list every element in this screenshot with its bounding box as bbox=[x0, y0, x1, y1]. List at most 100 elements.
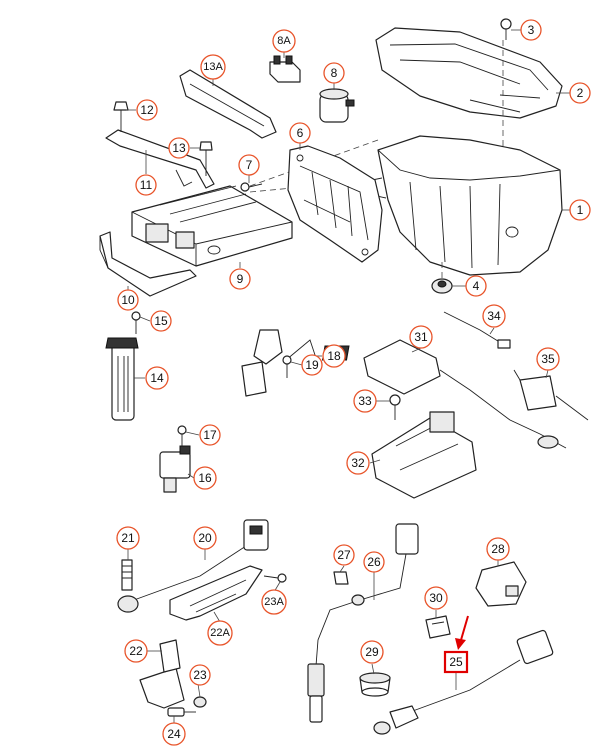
callout-27[interactable]: 27 bbox=[333, 544, 355, 566]
callout-25-highlighted[interactable]: 25 bbox=[443, 650, 469, 674]
sensor-18[interactable] bbox=[241, 329, 319, 397]
callout-32[interactable]: 32 bbox=[346, 451, 370, 475]
clip-30[interactable] bbox=[425, 615, 451, 639]
callout-19[interactable]: 19 bbox=[301, 354, 323, 376]
svg-text:8: 8 bbox=[331, 66, 338, 80]
bracket-22[interactable] bbox=[139, 639, 185, 709]
grommet-4[interactable] bbox=[431, 278, 453, 294]
callout-11[interactable]: 11 bbox=[135, 174, 157, 196]
svg-text:17: 17 bbox=[203, 428, 217, 442]
svg-text:23A: 23A bbox=[264, 596, 284, 608]
callout-29[interactable]: 29 bbox=[360, 640, 384, 664]
lambda-probe-25[interactable] bbox=[373, 629, 554, 735]
callout-34[interactable]: 34 bbox=[482, 304, 506, 328]
callout-26[interactable]: 26 bbox=[363, 551, 385, 573]
callout-4[interactable]: 4 bbox=[465, 275, 487, 297]
callout-24[interactable]: 24 bbox=[162, 722, 186, 746]
svg-text:32: 32 bbox=[351, 456, 365, 470]
svg-text:26: 26 bbox=[367, 555, 381, 569]
callout-13a[interactable]: 13A bbox=[200, 54, 226, 80]
callout-30[interactable]: 30 bbox=[424, 586, 448, 610]
callout-8a[interactable]: 8A bbox=[272, 29, 296, 53]
air-filter-housing-lower[interactable] bbox=[371, 135, 563, 276]
svg-text:19: 19 bbox=[305, 358, 319, 372]
callout-1[interactable]: 1 bbox=[569, 199, 591, 221]
callout-15[interactable]: 15 bbox=[150, 310, 172, 332]
engine-control-unit-9[interactable] bbox=[131, 185, 293, 267]
screw-3[interactable] bbox=[500, 18, 512, 40]
bolt-24[interactable] bbox=[167, 707, 196, 717]
screw-19[interactable] bbox=[282, 355, 292, 378]
bolt-13[interactable] bbox=[199, 141, 213, 176]
callout-9[interactable]: 9 bbox=[229, 268, 251, 290]
svg-text:28: 28 bbox=[491, 542, 505, 556]
callout-31[interactable]: 31 bbox=[409, 325, 433, 349]
callout-20[interactable]: 20 bbox=[193, 526, 217, 550]
callout-18[interactable]: 18 bbox=[322, 344, 346, 368]
nut-23[interactable] bbox=[193, 696, 207, 708]
callout-23[interactable]: 23 bbox=[189, 664, 211, 686]
callout-2[interactable]: 2 bbox=[569, 82, 591, 104]
bracket-11[interactable] bbox=[105, 129, 215, 189]
callout-14[interactable]: 14 bbox=[145, 366, 169, 390]
connector-8a[interactable] bbox=[269, 55, 301, 83]
bracket-10[interactable] bbox=[99, 231, 197, 297]
svg-text:8A: 8A bbox=[277, 35, 291, 47]
svg-text:14: 14 bbox=[150, 371, 164, 385]
bracket-32[interactable] bbox=[371, 411, 477, 499]
svg-text:12: 12 bbox=[140, 103, 154, 117]
callout-7[interactable]: 7 bbox=[238, 154, 260, 176]
svg-text:11: 11 bbox=[140, 178, 153, 192]
callout-35[interactable]: 35 bbox=[536, 347, 560, 371]
cable-tie-34[interactable] bbox=[443, 311, 511, 349]
bracket-22a[interactable] bbox=[169, 565, 263, 621]
cover-13a[interactable] bbox=[179, 69, 277, 139]
callout-8[interactable]: 8 bbox=[323, 62, 345, 84]
callout-12[interactable]: 12 bbox=[136, 99, 158, 121]
callout-33[interactable]: 33 bbox=[353, 389, 377, 413]
callout-13[interactable]: 13 bbox=[168, 137, 190, 159]
screw-23a[interactable] bbox=[263, 573, 287, 583]
bolt-12[interactable] bbox=[113, 101, 129, 132]
callout-28[interactable]: 28 bbox=[486, 537, 510, 561]
svg-text:27: 27 bbox=[337, 548, 351, 562]
sensor-16[interactable] bbox=[159, 445, 191, 493]
sensor-14[interactable] bbox=[105, 337, 139, 421]
knock-sensor-21[interactable] bbox=[117, 559, 139, 613]
svg-text:16: 16 bbox=[198, 471, 212, 485]
svg-text:6: 6 bbox=[297, 126, 304, 140]
callout-22[interactable]: 22 bbox=[124, 639, 148, 663]
holder-35[interactable] bbox=[513, 369, 589, 421]
pressure-sensor-28[interactable] bbox=[475, 561, 527, 607]
red-arrow-indicator bbox=[455, 615, 469, 650]
svg-text:9: 9 bbox=[237, 272, 244, 286]
svg-text:13A: 13A bbox=[203, 61, 223, 73]
svg-text:25: 25 bbox=[449, 655, 463, 669]
callout-16[interactable]: 16 bbox=[193, 466, 217, 490]
callout-10[interactable]: 10 bbox=[117, 289, 139, 311]
ecu-holder-6[interactable] bbox=[287, 145, 383, 263]
svg-text:35: 35 bbox=[541, 352, 555, 366]
callout-21[interactable]: 21 bbox=[116, 526, 140, 550]
svg-text:1: 1 bbox=[577, 203, 584, 217]
callout-3[interactable]: 3 bbox=[520, 19, 542, 41]
callout-22a[interactable]: 22A bbox=[207, 620, 233, 646]
callout-6[interactable]: 6 bbox=[289, 122, 311, 144]
screw-15[interactable] bbox=[131, 311, 141, 334]
svg-text:10: 10 bbox=[121, 293, 135, 307]
air-filter-cover-upper[interactable] bbox=[375, 27, 563, 119]
callout-23a[interactable]: 23A bbox=[261, 589, 287, 615]
seal-29[interactable] bbox=[359, 672, 391, 697]
svg-text:15: 15 bbox=[154, 314, 168, 328]
clip-27[interactable] bbox=[333, 571, 349, 585]
valve-8[interactable] bbox=[319, 88, 355, 123]
screw-7[interactable] bbox=[240, 182, 263, 192]
screw-17[interactable] bbox=[177, 425, 187, 446]
wiring-20[interactable] bbox=[133, 519, 269, 601]
svg-text:29: 29 bbox=[365, 645, 379, 659]
lambda-probe-26[interactable] bbox=[307, 523, 419, 723]
svg-text:30: 30 bbox=[429, 591, 443, 605]
screw-33[interactable] bbox=[389, 394, 401, 420]
svg-text:22A: 22A bbox=[210, 627, 230, 639]
callout-17[interactable]: 17 bbox=[199, 424, 221, 446]
